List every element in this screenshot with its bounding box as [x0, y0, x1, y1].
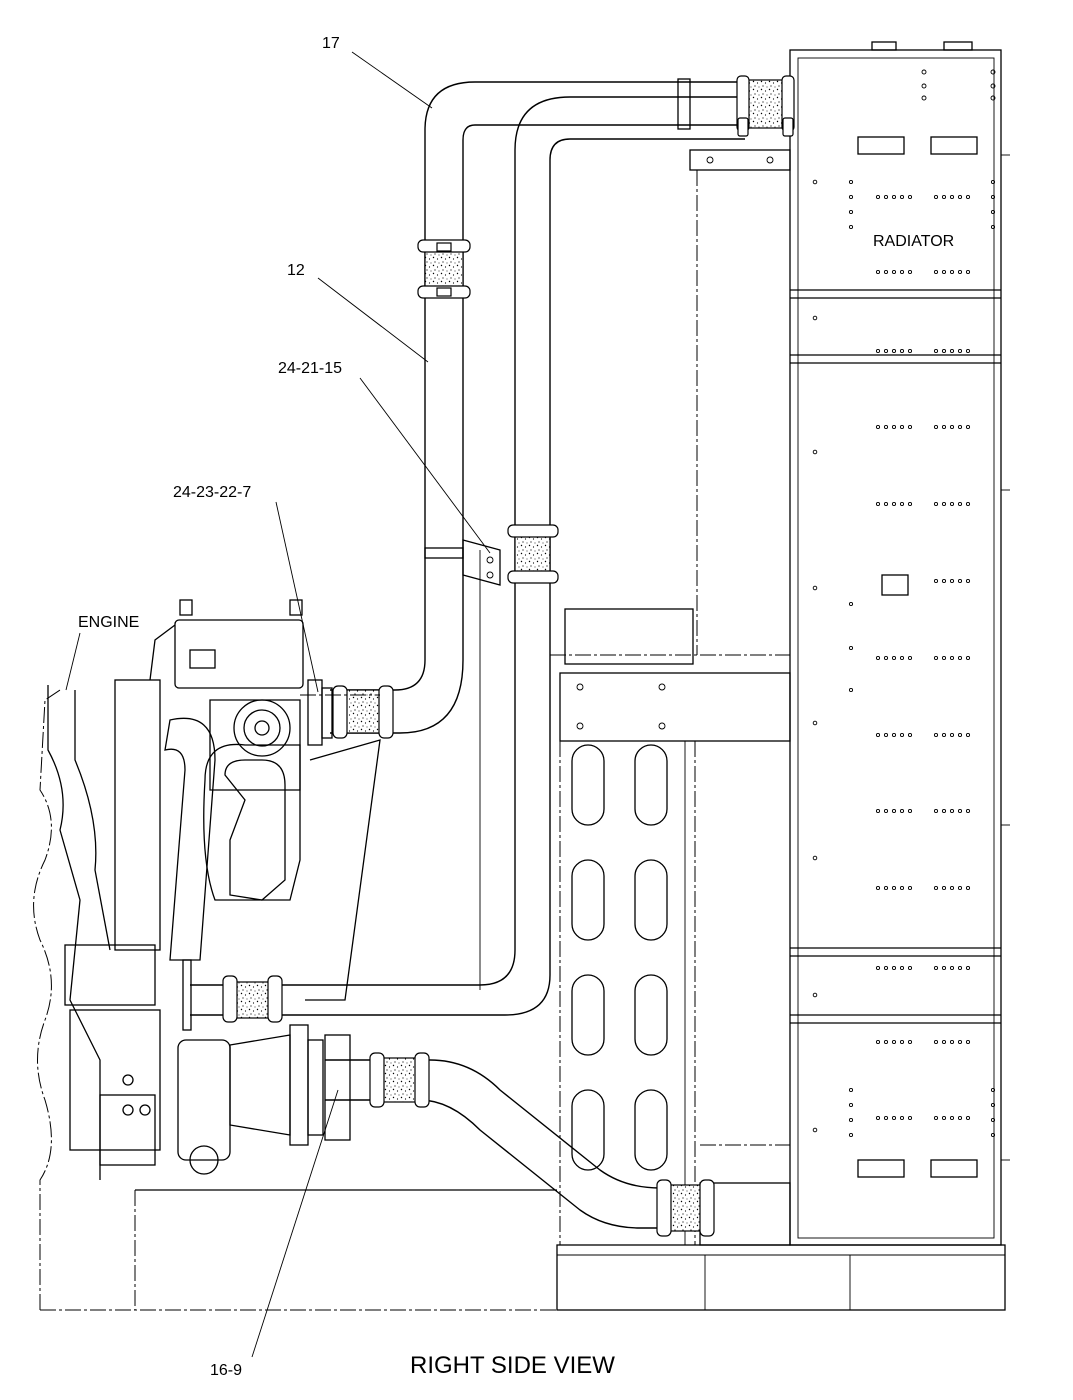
upper-radiator-pipe: [190, 78, 791, 1016]
engine-outlet-coupling: [307, 679, 394, 746]
view-title: RIGHT SIDE VIEW: [410, 1352, 615, 1379]
callout-24-23-22-7-text: 24-23-22-7: [173, 484, 251, 501]
hose-coupling-top: [736, 75, 795, 137]
hose-coupling-vertical-upper: [417, 239, 471, 299]
callout-24-21-15: 24-21-15: [278, 360, 491, 554]
base-frame: [40, 1189, 1006, 1311]
engine-label-group: ENGINE: [65, 614, 139, 691]
lower-return-pipe: [182, 959, 715, 1237]
callout-12-text: 12: [287, 262, 305, 279]
callout-24-23-22-7: 24-23-22-7: [173, 484, 319, 693]
engine-label: ENGINE: [78, 614, 139, 631]
callout-17-text: 17: [322, 35, 340, 52]
callout-16-9: 16-9: [210, 1089, 339, 1379]
radiator-assembly: [789, 41, 1010, 1246]
callout-12: 12: [287, 262, 429, 363]
fan-guard: [550, 608, 791, 1246]
water-pump: [177, 1024, 351, 1175]
hose-coupling-vertical-mid: [507, 524, 559, 584]
radiator-label: RADIATOR: [873, 233, 954, 250]
engine-assembly: [33, 550, 481, 1310]
callout-24-21-15-text: 24-21-15: [278, 360, 342, 377]
callout-17: 17: [322, 35, 433, 109]
callout-16-9-text: 16-9: [210, 1362, 242, 1379]
pipe-support-bracket: [424, 539, 501, 586]
